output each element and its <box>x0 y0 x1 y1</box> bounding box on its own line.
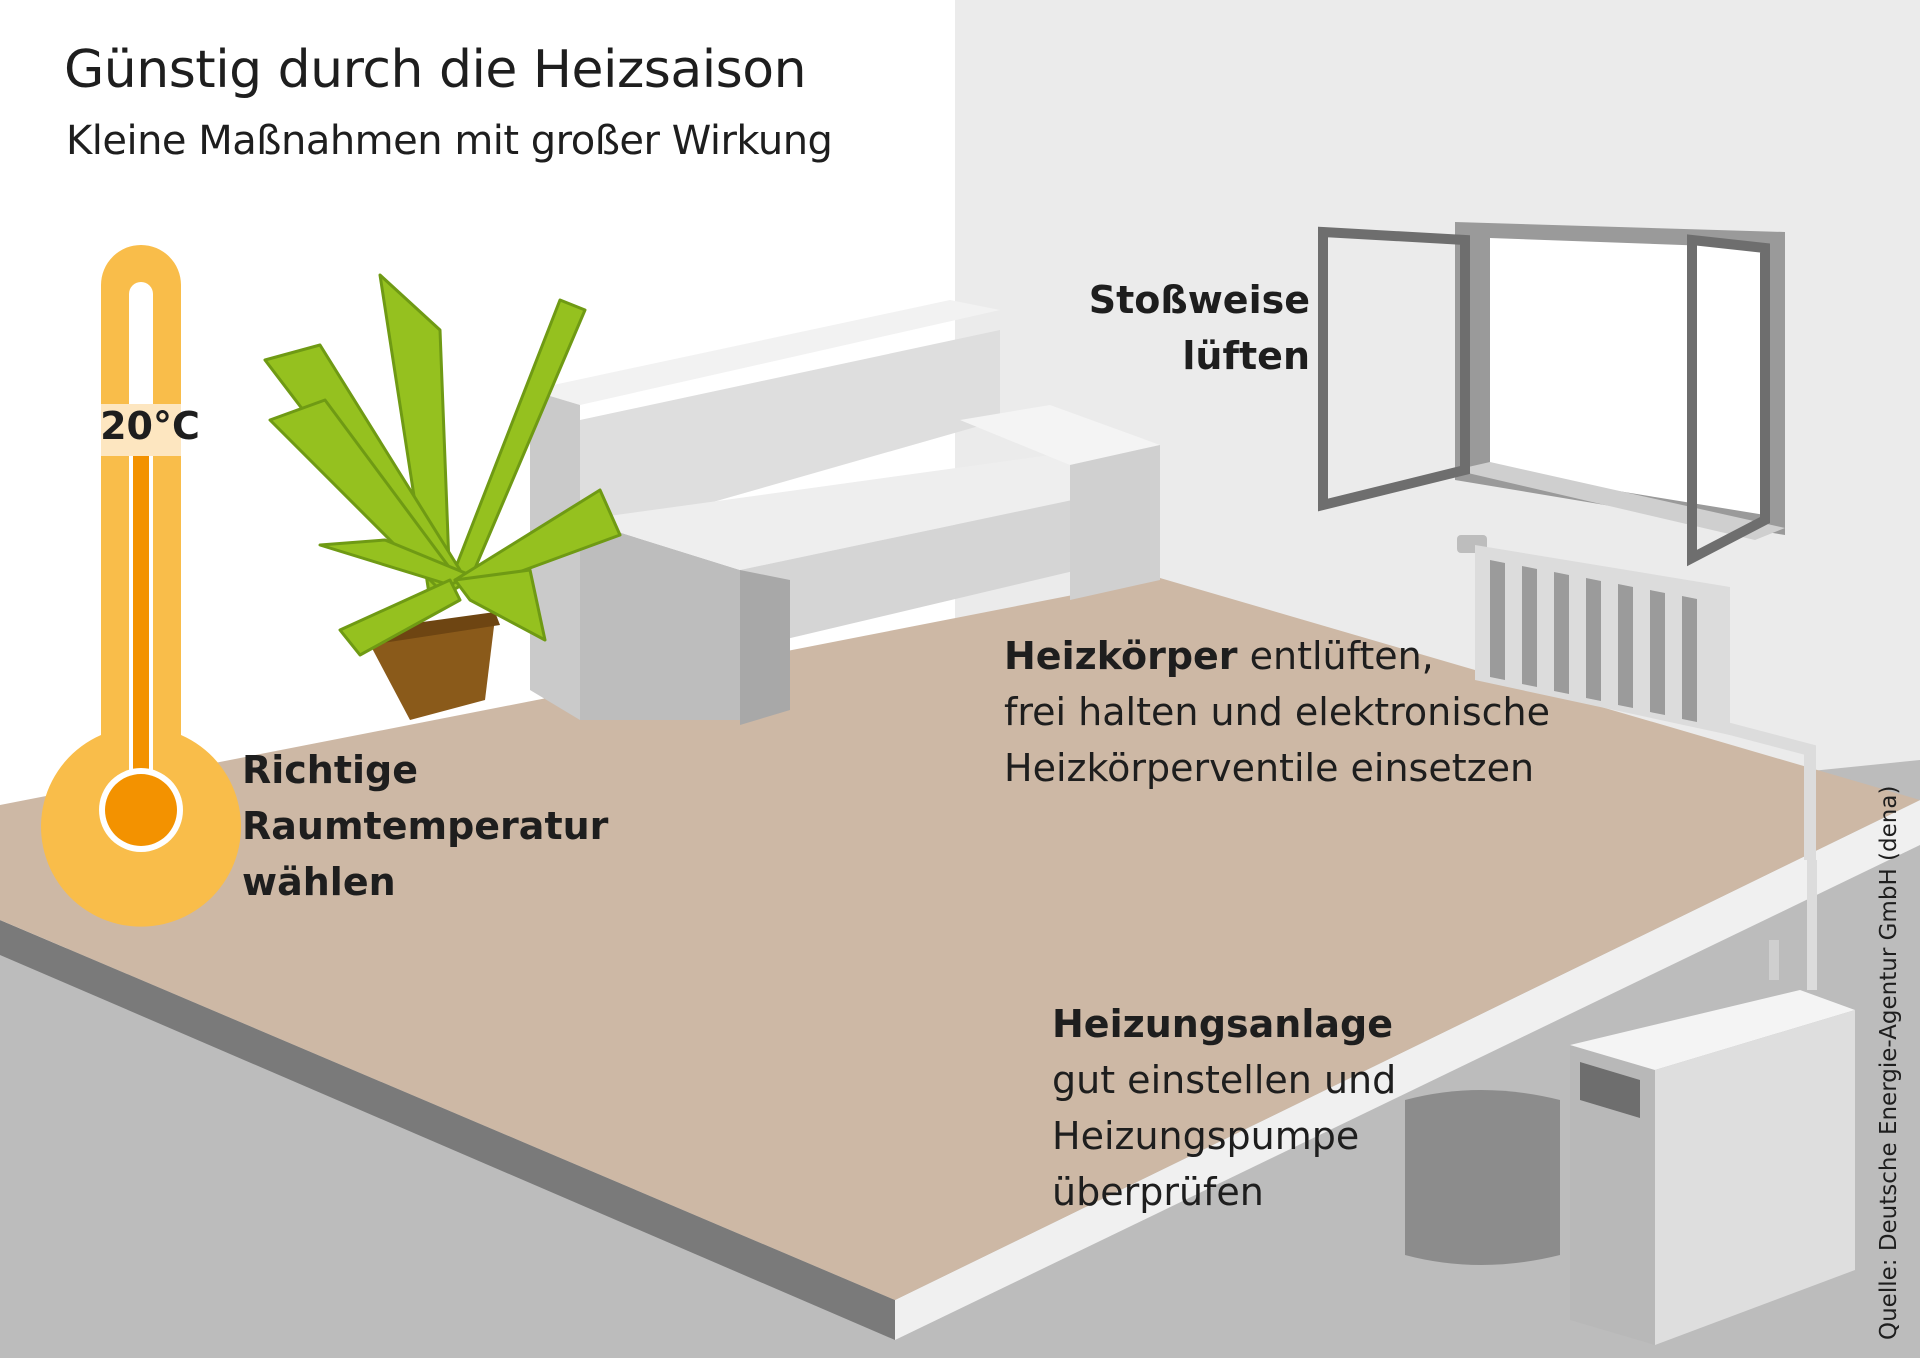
radiator-pipe <box>1713 719 1816 860</box>
floor-edge-front <box>895 800 1920 1340</box>
thermometer-bulb <box>105 774 177 846</box>
window-sash-left <box>1318 226 1470 512</box>
thermometer-mercury <box>133 452 149 842</box>
heating-system <box>1405 860 1855 1345</box>
sofa-armrest-right-front <box>1070 445 1160 600</box>
potted-plant <box>263 273 622 720</box>
label-temperature: Richtige Raumtemperatur wählen <box>242 742 608 910</box>
label-window-line1: Stoßweise <box>1088 278 1310 322</box>
label-temperature-line1: Richtige <box>242 748 419 792</box>
label-radiator-line3: Heizkörperventile einsetzen <box>1004 746 1535 790</box>
label-temperature-line2: Raumtemperatur <box>242 804 609 848</box>
sofa-armrest-right-top <box>960 405 1160 465</box>
thermometer-value: 20°C <box>100 404 200 448</box>
label-heating-line2: gut einstellen und <box>1052 1058 1397 1102</box>
sofa-left-front <box>740 570 790 725</box>
label-window-line2: lüften <box>1182 334 1310 378</box>
thermometer-value-band <box>101 404 181 456</box>
label-radiator-line1-rest: entlüften, <box>1237 634 1434 678</box>
floor-edge-side <box>0 920 895 1340</box>
page-title: Günstig durch die Heizsaison <box>64 40 807 100</box>
boiler-cylinder <box>1405 1090 1560 1265</box>
page-subtitle: Kleine Maßnahmen mit großer Wirkung <box>66 118 833 164</box>
label-radiator-bold: Heizkörper <box>1004 634 1238 678</box>
boiler-unit-top <box>1570 990 1855 1070</box>
label-radiator-line1: Heizkörper entlüften, <box>1004 628 1550 684</box>
boiler-unit-front <box>1570 1045 1655 1345</box>
boiler-unit-side <box>1655 1010 1855 1345</box>
radiator-fins <box>1490 560 1697 722</box>
label-heating-line4: überprüfen <box>1052 1170 1264 1214</box>
sofa <box>530 300 1160 725</box>
sofa-back-front <box>580 330 1000 540</box>
floor <box>0 578 1920 1300</box>
label-radiator-line2: frei halten und elektronische <box>1004 690 1550 734</box>
window-sash-right <box>1687 234 1770 567</box>
plant-leaves <box>263 273 622 657</box>
source-note: Quelle: Deutsche Energie-Agentur GmbH (d… <box>1876 785 1902 1340</box>
label-heating-bold: Heizungsanlage <box>1052 996 1396 1052</box>
pot-rim <box>365 612 500 645</box>
radiator-body <box>1475 545 1730 735</box>
sofa-seat-front <box>740 490 1120 650</box>
sofa-armrest-left-front <box>580 520 740 720</box>
label-heating: Heizungsanlage gut einstellen und Heizun… <box>1052 996 1396 1220</box>
sofa-seat-top <box>580 455 1120 570</box>
label-heating-title: Heizungsanlage <box>1052 1002 1393 1046</box>
label-radiator: Heizkörper entlüften, frei halten und el… <box>1004 628 1550 796</box>
label-temperature-line3: wählen <box>242 860 396 904</box>
window-sill <box>1455 462 1785 540</box>
label-heating-line3: Heizungspumpe <box>1052 1114 1360 1158</box>
boiler-panel <box>1580 1062 1640 1118</box>
thermometer <box>40 245 242 927</box>
label-window: Stoßweise lüften <box>1010 272 1310 384</box>
radiator <box>1457 535 1816 860</box>
pot <box>365 618 495 720</box>
window <box>1318 222 1785 567</box>
sofa-back-top <box>530 300 1000 405</box>
